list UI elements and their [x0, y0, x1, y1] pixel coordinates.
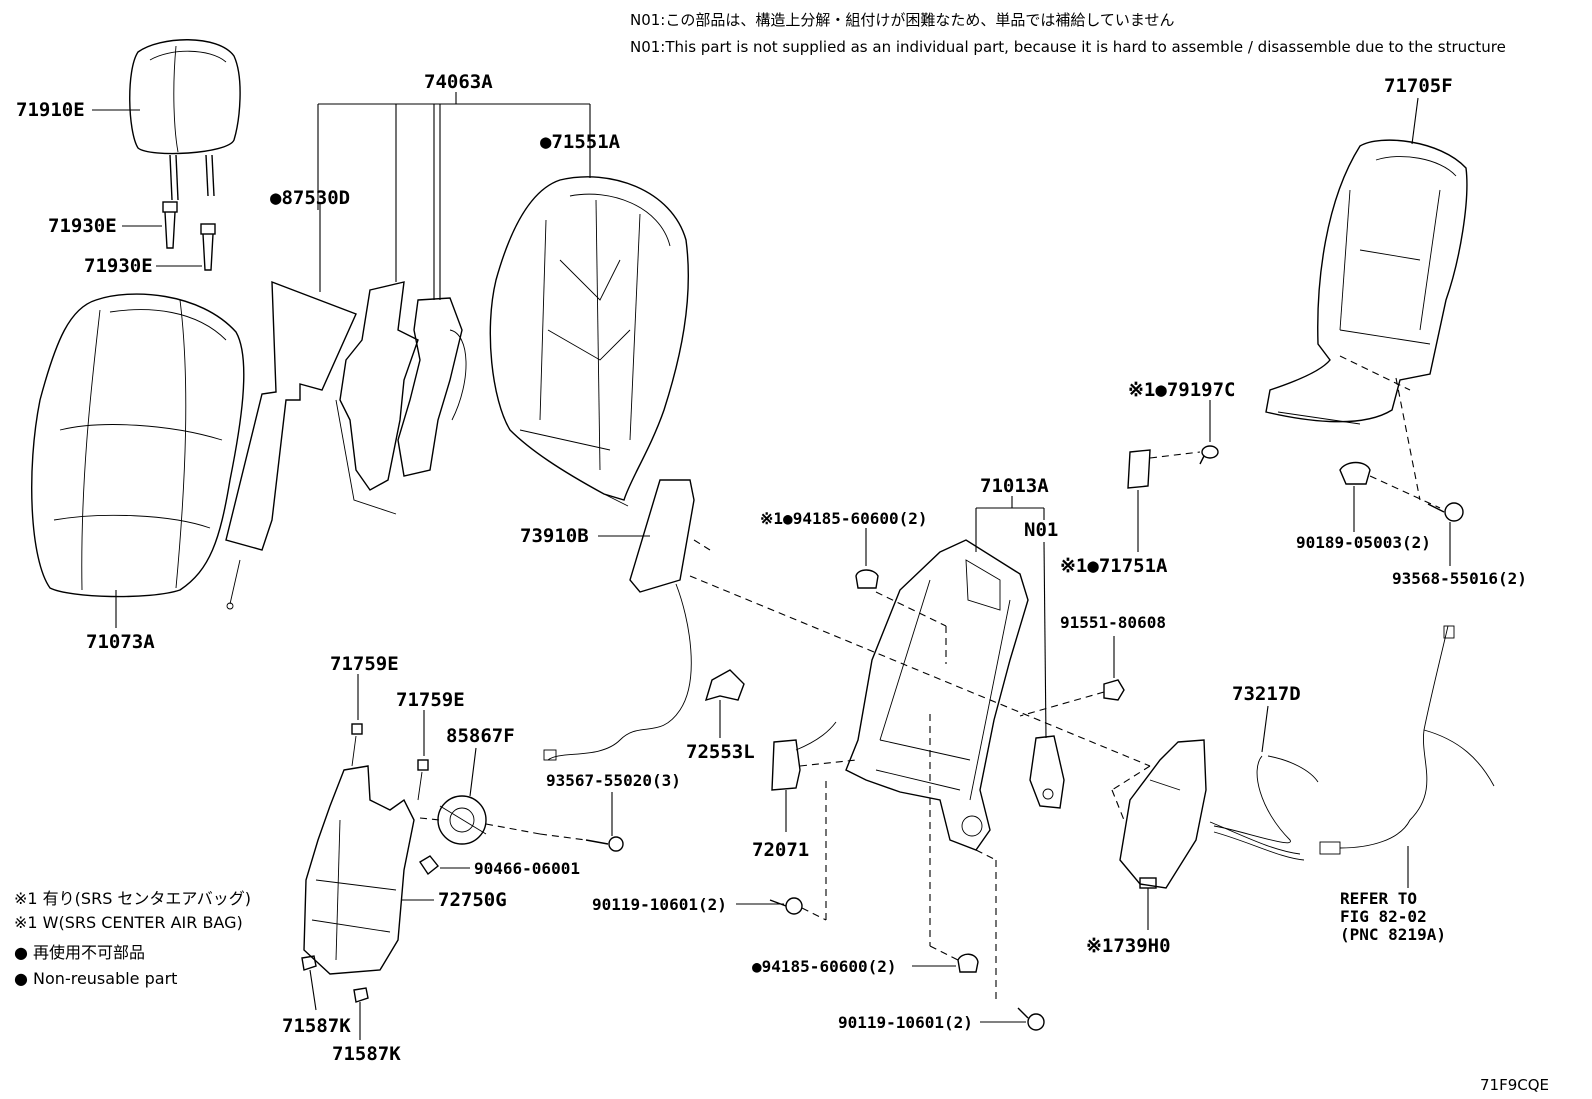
motor-85867F-drawing [437, 795, 487, 845]
label-90119-10601-b: 90119-10601(2) [838, 1013, 973, 1032]
label-71587K-b: 71587K [332, 1043, 401, 1065]
label-71910E: 71910E [16, 99, 85, 121]
label-71013A: 71013A [980, 475, 1049, 497]
note-n01-en: N01:This part is not supplied as an indi… [630, 38, 1506, 56]
legend-line-3: ● 再使用不可部品 [14, 943, 145, 962]
label-93568-55016: 93568-55016(2) [1392, 569, 1527, 588]
label-71705F: 71705F [1384, 75, 1453, 97]
label-72750G: 72750G [438, 889, 507, 911]
nut-94185-lower-drawing [957, 953, 979, 973]
clip-79197C-drawing [1199, 445, 1219, 465]
label-85867F: 85867F [446, 725, 515, 747]
label-94185-60600-a: ※1●94185-60600(2) [760, 509, 928, 528]
label-79197C: ※1●79197C [1128, 379, 1235, 401]
legend-line-4: ● Non-reusable part [14, 969, 177, 988]
label-71073A: 71073A [86, 631, 155, 653]
nut-90189-drawing [1339, 461, 1371, 485]
label-71551A: ●71551A [540, 131, 621, 153]
recliner-mechanism-drawing [1029, 735, 1065, 809]
label-72553L: 72553L [686, 741, 755, 763]
label-87530D: ●87530D [270, 187, 350, 209]
harness-refer-drawing [1319, 625, 1495, 855]
label-71759E-a: 71759E [330, 653, 399, 675]
label-91551-80608: 91551-80608 [1060, 613, 1166, 632]
label-74063A: 74063A [424, 71, 493, 93]
refer-line-1: REFER TO [1340, 889, 1417, 908]
label-71751A: ※1●71751A [1060, 555, 1168, 577]
headrest-drawing [129, 39, 241, 201]
label-72071: 72071 [752, 839, 809, 861]
legend: ※1 有り(SRS センタエアバッグ) ※1 W(SRS CENTER AIR … [14, 889, 251, 988]
seatback-pad-drawing [225, 280, 357, 610]
label-739H0: ※1739H0 [1086, 935, 1171, 957]
leader-71013A [975, 496, 1045, 552]
clip-71759E-drawing [351, 723, 429, 801]
bolt-90119-left-drawing [769, 897, 803, 915]
refer-line-3: (PNC 8219A) [1340, 925, 1446, 944]
lumbar-support-72750G-drawing [303, 765, 415, 975]
label-73910B: 73910B [520, 525, 589, 547]
seatback-foam-drawing [489, 176, 690, 507]
label-90189-05003: 90189-05003(2) [1296, 533, 1431, 552]
airbag-739H0-drawing [1119, 739, 1207, 889]
label-93567-55020: 93567-55020(3) [546, 771, 681, 790]
seat-heater-drawing [335, 281, 467, 515]
seatback-cover-drawing [31, 293, 245, 598]
bolt-90119-lower-drawing [1017, 1007, 1045, 1031]
pad-71587K-drawing [301, 955, 369, 1003]
label-N01: N01 [1024, 519, 1058, 541]
label-71930E-b: 71930E [84, 255, 153, 277]
label-71759E-b: 71759E [396, 689, 465, 711]
bracket-72553L-drawing [704, 669, 745, 702]
nut-94185-upper-drawing [855, 569, 879, 589]
figure-code: 71F9CQE [1480, 1076, 1549, 1094]
plate-71751A-drawing [1127, 449, 1151, 489]
label-94185-60600-b: ●94185-60600(2) [752, 957, 897, 976]
label-73217D: 73217D [1232, 683, 1301, 705]
note-n01-jp: N01:この部品は、構造上分解・組付けが困難なため、単品では補給していません [630, 11, 1174, 29]
bolt-91551-drawing [1103, 679, 1125, 701]
legend-line-1: ※1 有り(SRS センタエアバッグ) [14, 889, 251, 908]
leader-74063A [317, 92, 591, 300]
legend-line-2: ※1 W(SRS CENTER AIR BAG) [14, 913, 243, 932]
headrest-guide-drawing [162, 201, 216, 271]
seatback-board-drawing [1265, 139, 1468, 425]
screw-93567-drawing [585, 836, 624, 852]
clip-90466-drawing [419, 855, 439, 876]
label-71587K-a: 71587K [282, 1015, 351, 1037]
seatback-frame-drawing [845, 539, 1029, 851]
label-90466-06001: 90466-06001 [474, 859, 580, 878]
label-71930E-a: 71930E [48, 215, 117, 237]
airbag-73910B-drawing [543, 479, 695, 761]
label-90119-10601-a: 90119-10601(2) [592, 895, 727, 914]
sensor-72071-drawing [771, 721, 837, 791]
bolt-93568-drawing [1427, 502, 1464, 522]
harness-73217D-drawing [1209, 755, 1319, 861]
refer-line-2: FIG 82-02 [1340, 907, 1427, 926]
